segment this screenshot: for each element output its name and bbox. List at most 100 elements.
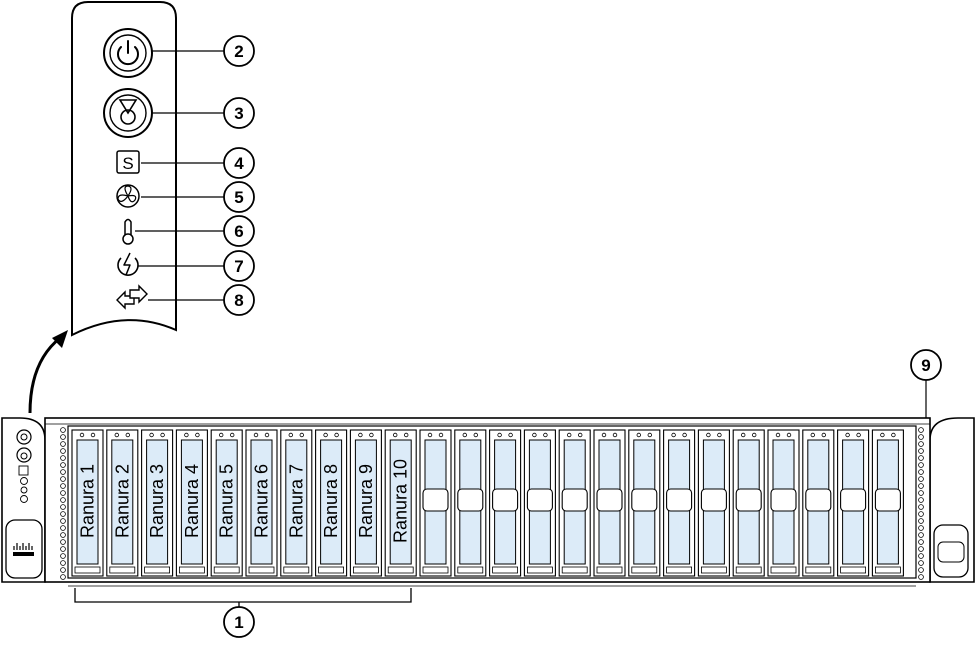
drive-handle: [874, 488, 901, 512]
rivet-right: [918, 434, 924, 440]
drive-slot: Ranura 9: [349, 429, 382, 577]
drive-latch: [492, 566, 519, 574]
drive-slot: Ranura 1: [71, 429, 104, 577]
system-status-icon: S: [116, 150, 140, 174]
drive-latch: [109, 566, 136, 574]
drive-latch: [318, 566, 345, 574]
drive-led: [671, 432, 676, 438]
drive-face: [285, 439, 308, 565]
rivet-right: [918, 539, 924, 545]
drive-latch: [840, 566, 866, 574]
drive-slots-bracket: [74, 588, 412, 607]
rivet-right: [918, 490, 924, 496]
drive-slot: [697, 429, 730, 577]
drive-face: [146, 439, 169, 565]
drive-slot-label: Ranura 1: [78, 464, 98, 538]
drive-slot-label: Ranura 5: [217, 464, 237, 538]
drive-latch: [875, 566, 901, 574]
drive-latch: [422, 566, 449, 574]
drive-led: [682, 432, 687, 438]
drive-led: [612, 432, 618, 438]
rivet-left: [60, 546, 66, 552]
drive-led: [741, 432, 746, 438]
drive-slot: [871, 429, 904, 577]
drive-slot: [837, 429, 870, 577]
drive-led: [706, 432, 711, 438]
rivet-left: [60, 490, 66, 496]
drive-led: [567, 432, 572, 438]
rivet-left: [60, 462, 66, 468]
callout-6: 6: [223, 215, 255, 247]
rivet-right: [918, 511, 924, 517]
drive-led: [752, 432, 757, 438]
rivet-right: [918, 546, 924, 552]
rivet-right: [918, 448, 924, 454]
drive-slot: Ranura 5: [210, 429, 243, 577]
drive-latch: [701, 566, 727, 574]
rivet-right: [918, 567, 924, 573]
rivet-right: [918, 532, 924, 538]
drive-led: [473, 432, 478, 438]
drive-handle: [526, 488, 553, 512]
cisco-logo-icon: [13, 543, 33, 550]
drive-led: [288, 432, 293, 438]
panel-leader-lines: [135, 50, 224, 301]
drive-led: [821, 432, 826, 438]
drive-latch: [213, 566, 240, 574]
cisco-logo-badge: [5, 519, 43, 579]
rivet-left: [60, 560, 66, 566]
drive-led: [880, 432, 885, 438]
drive-led: [578, 432, 583, 438]
callout-7: 7: [223, 250, 255, 282]
drive-slot: Ranura 8: [315, 429, 348, 577]
drive-handle: [735, 488, 762, 512]
drive-led: [114, 432, 119, 438]
callout-3-label: 3: [234, 104, 243, 123]
drive-led: [369, 432, 374, 438]
callout-6-label: 6: [234, 222, 243, 241]
drive-led: [323, 432, 328, 438]
callout-3: 3: [223, 97, 255, 129]
drive-led: [264, 432, 270, 438]
unit-identification-button-icon: [103, 88, 153, 138]
rivet-left: [60, 434, 66, 440]
drive-led: [184, 432, 189, 438]
rivet-left: [60, 483, 66, 489]
drive-led: [253, 432, 259, 438]
temperature-status-icon: [122, 218, 134, 245]
rivet-right: [918, 525, 924, 531]
callout-8-label: 8: [234, 291, 243, 310]
chassis-power-button-icon: [16, 429, 32, 445]
rivet-right: [918, 560, 924, 566]
rivet-right: [918, 497, 924, 503]
drive-led: [125, 432, 130, 438]
rivet-right: [918, 476, 924, 482]
fan-status-icon: [116, 184, 140, 208]
callout-1: 1: [223, 606, 255, 638]
callouts: 2 3 4 5 6 7 8 9: [74, 35, 942, 638]
rivet-left: [60, 532, 66, 538]
callout-2: 2: [223, 35, 255, 67]
drive-face: [180, 439, 203, 565]
rivet-right: [918, 441, 924, 447]
rivet-left: [60, 574, 66, 580]
drive-led: [149, 432, 154, 438]
drive-slot: [489, 429, 522, 577]
drive-bay-frame: [67, 425, 917, 579]
rivet-right: [918, 504, 924, 510]
drive-handle: [422, 488, 449, 512]
drive-face: [354, 439, 377, 565]
drive-face: [320, 439, 343, 565]
drive-slot: [558, 429, 591, 577]
drive-face: [215, 439, 238, 565]
drive-latch: [74, 566, 101, 574]
drive-led: [229, 432, 235, 438]
drive-latch: [144, 566, 171, 574]
drive-latch: [735, 566, 762, 574]
rivet-right: [918, 553, 924, 559]
rivet-right: [918, 574, 924, 580]
drive-led: [393, 432, 398, 438]
drive-led: [601, 432, 607, 438]
